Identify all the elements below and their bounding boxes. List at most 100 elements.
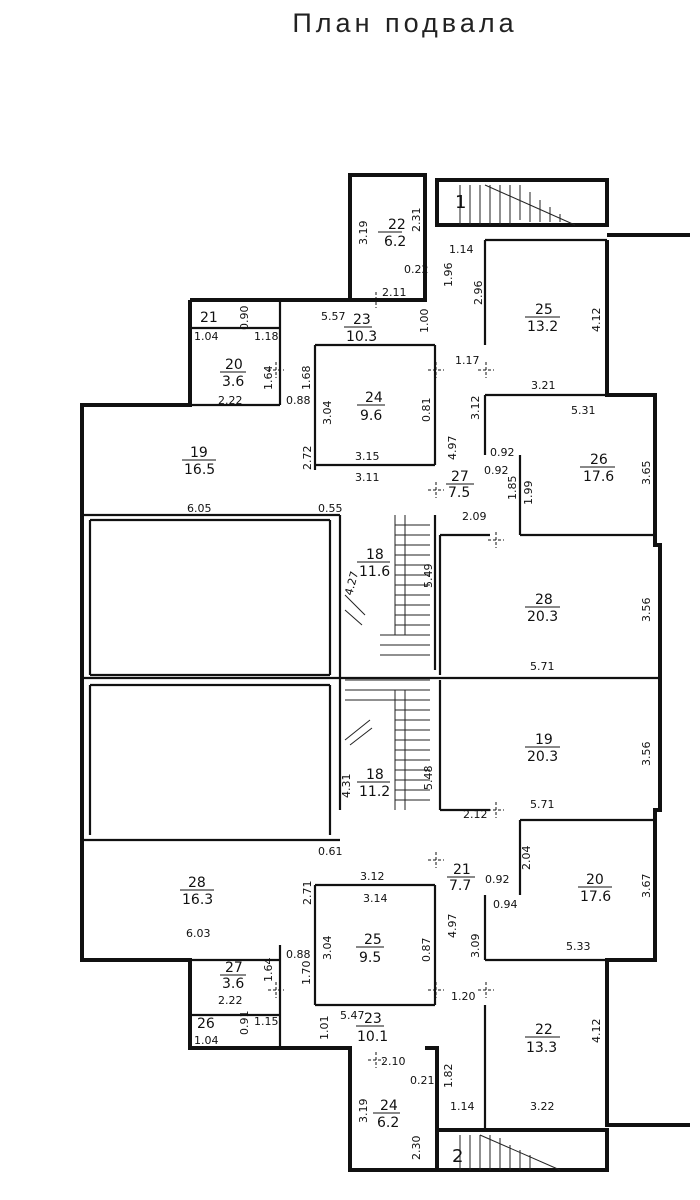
svg-text:17.6: 17.6 <box>583 469 614 485</box>
stair-label-1: 1 <box>455 192 466 213</box>
svg-text:0.55: 0.55 <box>318 502 343 515</box>
svg-text:2.09: 2.09 <box>462 510 487 523</box>
room-19-bottom: 19 20.3 <box>525 732 560 765</box>
svg-text:3.19: 3.19 <box>357 221 370 246</box>
svg-text:9.6: 9.6 <box>360 408 382 424</box>
svg-text:20.3: 20.3 <box>527 609 558 625</box>
room-19-top: 19 16.5 <box>182 445 216 478</box>
svg-text:17.6: 17.6 <box>580 889 611 905</box>
room-26-bottom: 26 <box>197 1016 215 1032</box>
svg-text:26: 26 <box>590 452 608 468</box>
svg-text:0.87: 0.87 <box>420 938 433 963</box>
svg-text:2.72: 2.72 <box>301 446 314 471</box>
svg-text:1.17: 1.17 <box>455 354 480 367</box>
svg-text:0.88: 0.88 <box>286 948 311 961</box>
svg-text:3.56: 3.56 <box>640 598 653 623</box>
svg-text:7.7: 7.7 <box>449 878 471 894</box>
svg-text:1.04: 1.04 <box>194 330 219 343</box>
staircase-2: 2 <box>452 1134 561 1171</box>
svg-text:22: 22 <box>535 1022 553 1038</box>
svg-text:25: 25 <box>535 302 553 318</box>
svg-text:3.65: 3.65 <box>640 461 653 486</box>
svg-text:1.68: 1.68 <box>300 366 313 391</box>
svg-text:9.5: 9.5 <box>359 950 381 966</box>
svg-text:0.92: 0.92 <box>485 873 510 886</box>
svg-text:5.57: 5.57 <box>321 310 346 323</box>
svg-text:19: 19 <box>190 445 208 461</box>
svg-text:2.96: 2.96 <box>472 281 485 306</box>
room-28-top: 28 20.3 <box>525 592 560 625</box>
svg-text:0.90: 0.90 <box>238 306 251 331</box>
svg-text:1.85: 1.85 <box>506 476 519 501</box>
svg-text:20.3: 20.3 <box>527 749 558 765</box>
svg-text:0.92: 0.92 <box>490 446 515 459</box>
svg-text:5.71: 5.71 <box>530 798 555 811</box>
room-23-bottom: 23 10.1 <box>356 1011 388 1045</box>
svg-text:1.15: 1.15 <box>254 1015 279 1028</box>
svg-text:0.94: 0.94 <box>493 898 518 911</box>
svg-text:4.97: 4.97 <box>446 914 459 939</box>
stair-label-2: 2 <box>452 1146 463 1167</box>
svg-text:6.2: 6.2 <box>377 1115 399 1131</box>
staircase-1: 1 <box>455 184 576 226</box>
svg-text:18: 18 <box>366 767 384 783</box>
room-25-bottom: 25 9.5 <box>356 932 384 966</box>
svg-text:2.22: 2.22 <box>218 994 243 1007</box>
svg-text:10.3: 10.3 <box>346 329 377 345</box>
svg-text:7.5: 7.5 <box>448 485 470 501</box>
svg-text:1.82: 1.82 <box>442 1064 455 1089</box>
room-24-top: 24 9.6 <box>357 390 385 424</box>
svg-text:27: 27 <box>225 960 243 976</box>
svg-text:6.03: 6.03 <box>186 927 211 940</box>
svg-text:13.2: 13.2 <box>527 319 558 335</box>
svg-text:1.14: 1.14 <box>450 1100 475 1113</box>
svg-text:18: 18 <box>366 547 384 563</box>
svg-text:20: 20 <box>586 872 604 888</box>
svg-text:3.14: 3.14 <box>363 892 388 905</box>
room-20-bottom: 20 17.6 <box>578 872 612 905</box>
staircase-18-bottom <box>344 679 430 810</box>
svg-text:1.04: 1.04 <box>194 1034 219 1047</box>
room-25-top: 25 13.2 <box>525 302 560 335</box>
svg-text:10.1: 10.1 <box>357 1029 388 1045</box>
svg-text:2.10: 2.10 <box>381 1055 406 1068</box>
svg-text:0.88: 0.88 <box>286 394 311 407</box>
svg-text:3.04: 3.04 <box>321 401 334 426</box>
room-22-top: 22 6.2 <box>378 217 406 250</box>
svg-text:3.12: 3.12 <box>360 870 385 883</box>
svg-text:5.33: 5.33 <box>566 940 591 953</box>
svg-text:16.5: 16.5 <box>184 462 215 478</box>
svg-text:25: 25 <box>364 932 382 948</box>
svg-text:20: 20 <box>225 357 243 373</box>
svg-text:3.19: 3.19 <box>357 1099 370 1124</box>
svg-text:0.21: 0.21 <box>410 1074 435 1087</box>
svg-text:3.09: 3.09 <box>469 934 482 959</box>
svg-text:3.11: 3.11 <box>355 471 380 484</box>
svg-text:2.04: 2.04 <box>520 846 533 871</box>
room-23-top: 23 10.3 <box>344 312 377 345</box>
room-27-bottom: 27 3.6 <box>220 960 246 992</box>
svg-text:3.67: 3.67 <box>640 874 653 899</box>
room-20-top: 20 3.6 <box>220 357 246 390</box>
svg-text:22: 22 <box>388 217 406 233</box>
room-27-top: 27 7.5 <box>446 469 474 501</box>
svg-text:2.22: 2.22 <box>218 394 243 407</box>
svg-text:28: 28 <box>188 875 206 891</box>
svg-text:1.01: 1.01 <box>318 1016 331 1041</box>
svg-text:3.22: 3.22 <box>530 1100 555 1113</box>
svg-text:1.70: 1.70 <box>300 961 313 986</box>
svg-text:0.91: 0.91 <box>238 1011 251 1036</box>
svg-text:3.6: 3.6 <box>222 374 244 390</box>
svg-text:2.31: 2.31 <box>410 208 423 233</box>
svg-text:23: 23 <box>364 1011 382 1027</box>
svg-text:1.00: 1.00 <box>418 309 431 334</box>
svg-text:4.12: 4.12 <box>590 308 603 333</box>
svg-text:27: 27 <box>451 469 469 485</box>
svg-text:21: 21 <box>453 862 471 878</box>
svg-text:5.31: 5.31 <box>571 404 596 417</box>
svg-text:2.12: 2.12 <box>463 808 488 821</box>
svg-text:1.96: 1.96 <box>442 263 455 288</box>
room-21-bottom: 21 7.7 <box>447 862 475 894</box>
interior-walls-top <box>82 238 660 810</box>
